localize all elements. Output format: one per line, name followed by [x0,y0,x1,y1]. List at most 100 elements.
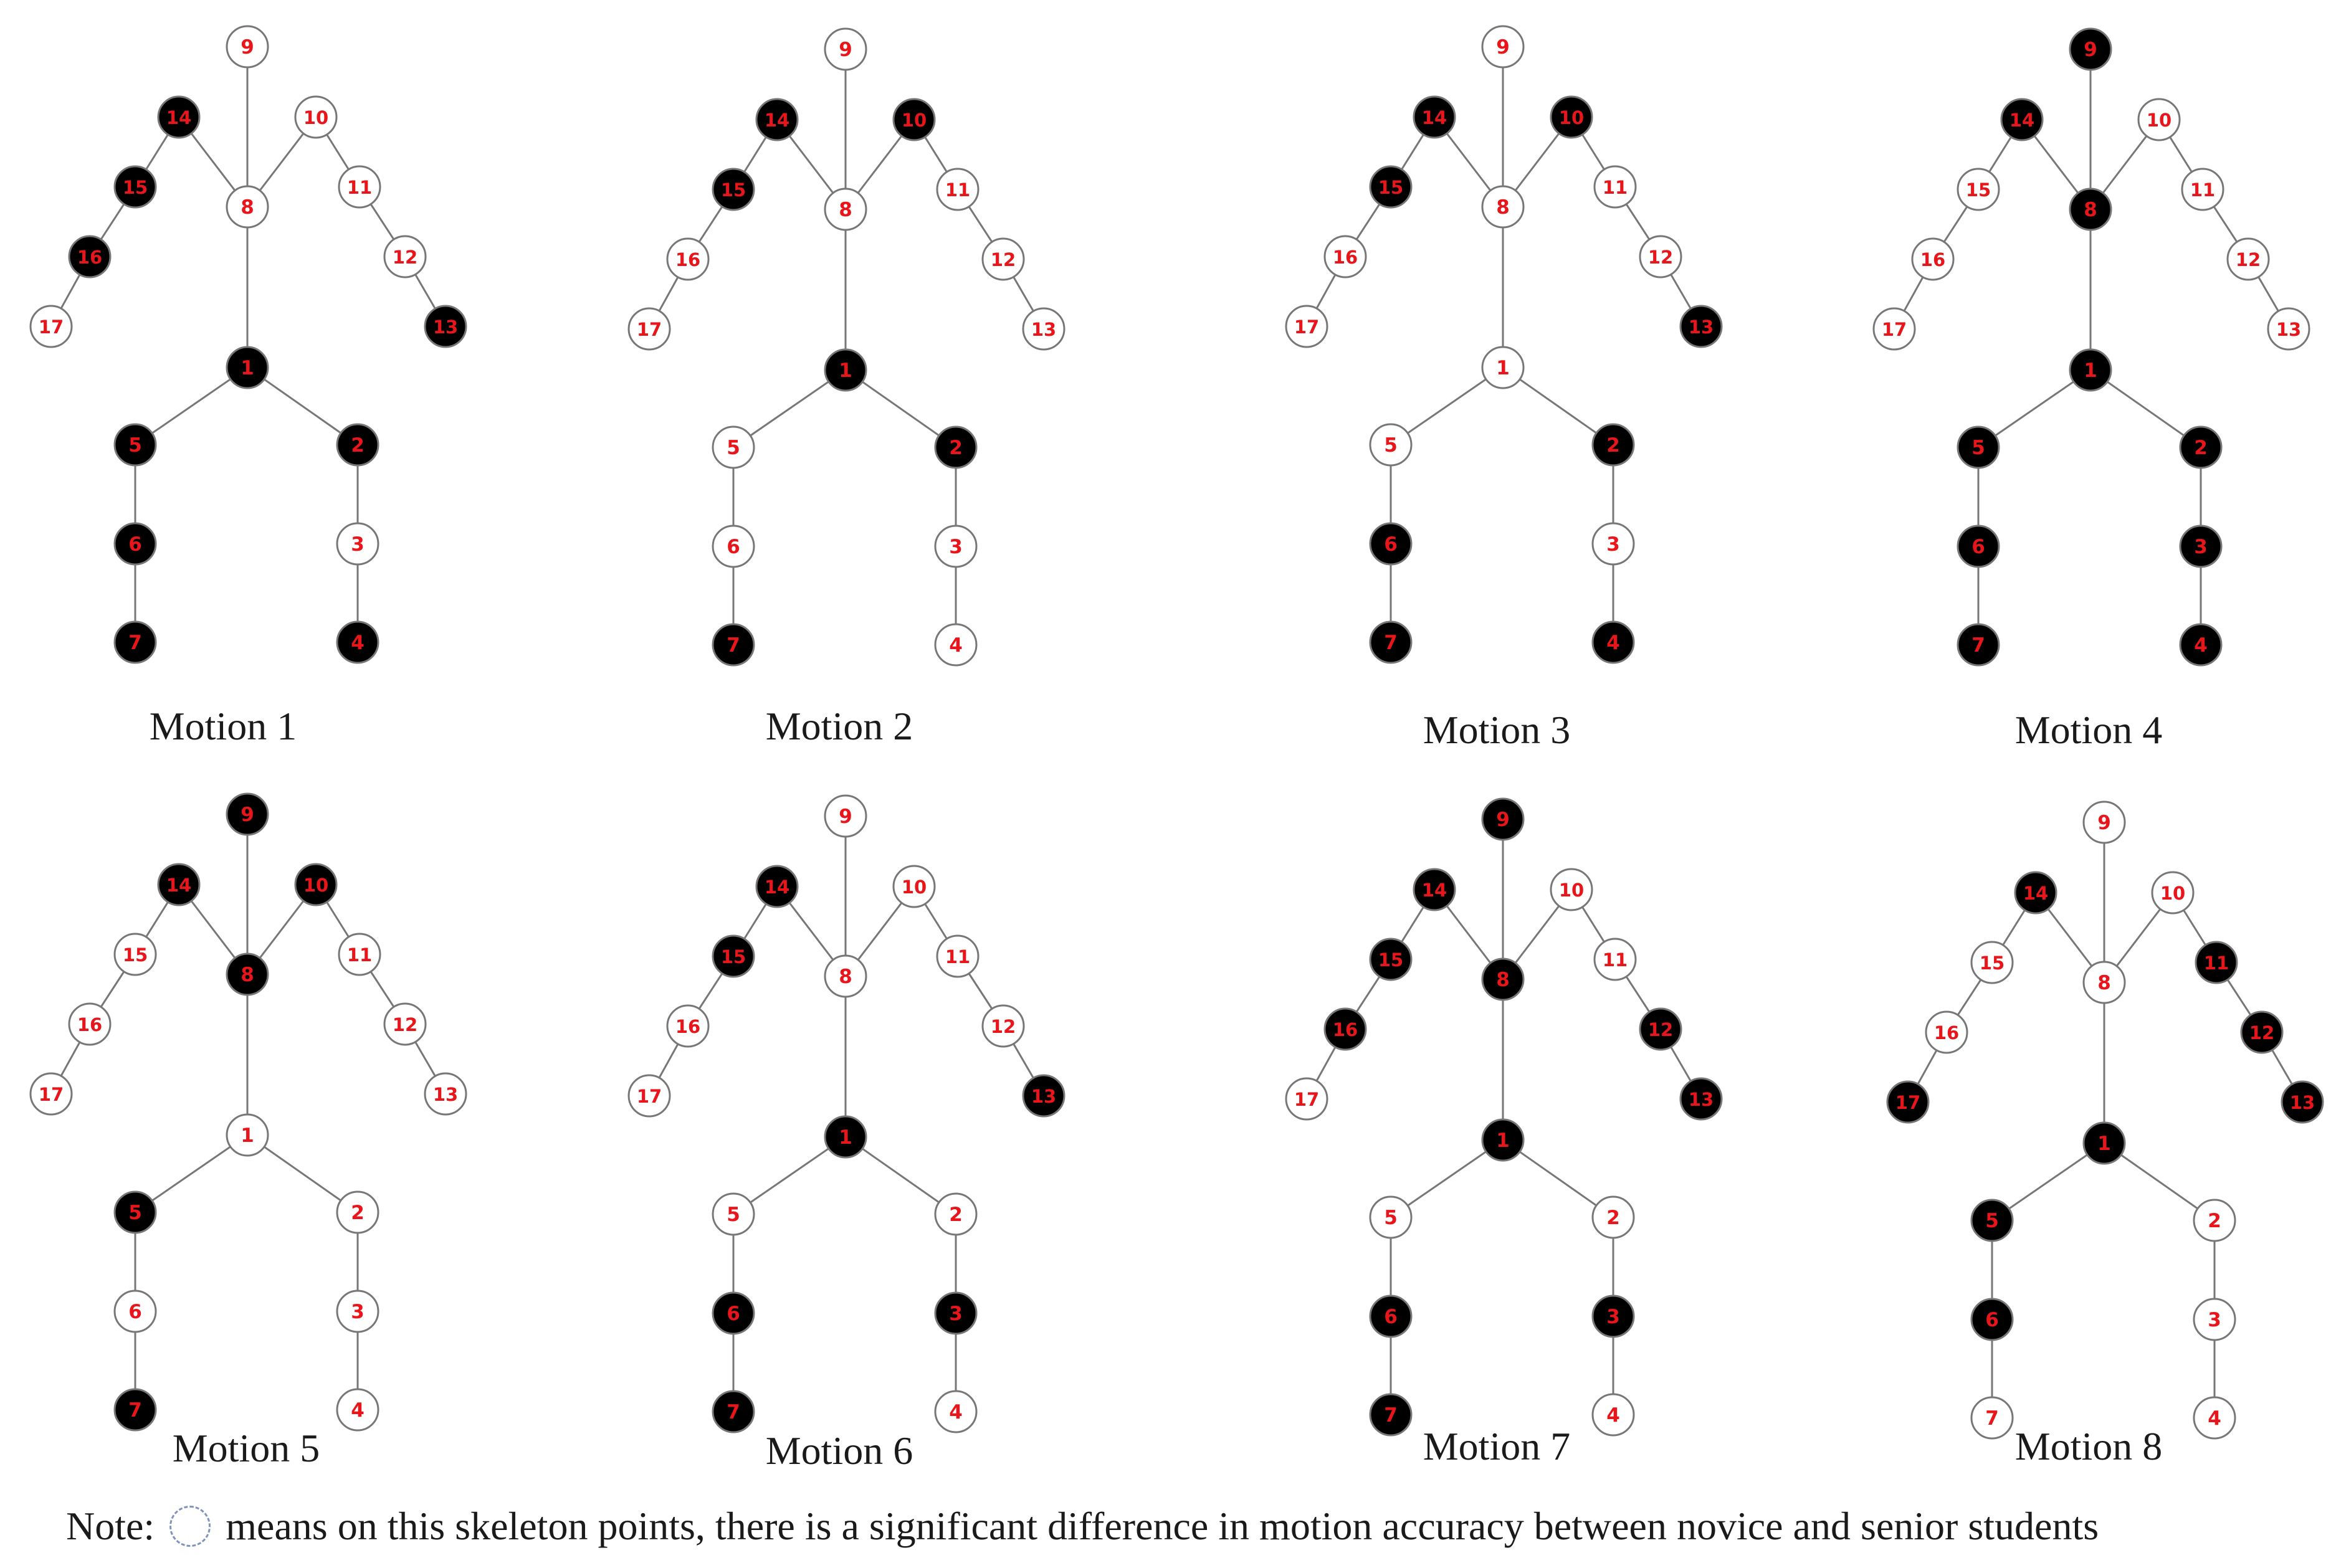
joint-label-7: 7 [1384,632,1398,654]
joint-15 [113,933,157,976]
joint-8 [2082,961,2126,1004]
joint-label-15: 15 [721,946,746,967]
joint-8 [824,188,867,231]
joint-label-16: 16 [77,1014,102,1035]
joint-2-significant [934,425,978,469]
joint-label-17: 17 [1294,1089,1319,1110]
joint-label-10: 10 [1559,107,1584,128]
joint-10 [892,865,936,908]
joint-label-6: 6 [128,1301,142,1323]
bone-1-2 [845,1136,956,1215]
joint-14-significant [1413,868,1456,911]
motion-title: Motion 7 [1423,1424,1570,1468]
joint-13 [2267,307,2310,351]
bone-1-5 [135,1134,248,1214]
joint-17 [1872,307,1916,351]
joint-14-significant [755,98,799,141]
joint-label-5: 5 [128,434,142,457]
bone-1-5 [733,369,846,449]
joint-label-16: 16 [675,1016,700,1037]
joint-16-significant [1323,1007,1367,1051]
joint-7-significant [1369,620,1413,664]
joint-label-2: 2 [2194,437,2208,459]
joint-2 [934,1192,978,1236]
joint-4 [934,623,978,667]
joint-label-14: 14 [166,875,191,896]
joint-label-8: 8 [241,964,254,986]
note-text: means on this skeleton points, there is … [226,1504,2099,1548]
joint-label-14: 14 [1422,107,1447,128]
joint-10-significant [294,863,338,906]
joint-label-2: 2 [351,1202,365,1224]
joint-5 [1369,423,1413,467]
joint-5-significant [113,423,157,467]
joint-6 [712,525,755,568]
joint-17 [1285,1077,1328,1121]
joint-label-5: 5 [1971,437,1985,459]
joint-14-significant [157,863,201,906]
joint-label-15: 15 [1966,179,1991,201]
joint-17 [1285,305,1328,348]
joint-4 [336,1388,379,1432]
motion-title: Motion 3 [1423,708,1570,752]
joint-label-16: 16 [1333,1019,1358,1040]
joint-label-17: 17 [1294,316,1319,338]
joint-16 [1323,235,1367,278]
joint-label-14: 14 [166,107,191,128]
joint-15 [1970,941,2014,984]
joint-label-3: 3 [1606,1306,1620,1328]
joint-7 [1970,1396,2014,1440]
bone-1-2 [845,369,956,449]
joint-17 [627,1074,671,1118]
joint-9 [1481,25,1525,69]
joint-3 [336,522,379,566]
motion-title: Motion 4 [2015,708,2162,752]
joint-6-significant [1369,522,1413,566]
joint-label-1: 1 [839,359,852,382]
joint-label-12: 12 [991,249,1016,270]
joint-label-8: 8 [1496,969,1510,991]
joint-label-4: 4 [1606,632,1620,654]
joint-6 [113,1290,157,1333]
joint-label-1: 1 [241,357,254,379]
joint-11 [2181,168,2224,211]
joint-15-significant [712,934,755,978]
joint-label-11: 11 [2204,953,2229,974]
joint-16 [1925,1010,1968,1054]
joint-16-significant [68,235,112,278]
joint-label-2: 2 [351,434,365,457]
joint-label-12: 12 [393,1014,417,1035]
joint-label-8: 8 [839,199,852,221]
joint-label-2: 2 [1606,434,1620,457]
joint-12-significant [2240,1010,2284,1054]
joint-2 [1591,1195,1635,1239]
joint-label-14: 14 [2009,110,2034,131]
joint-label-5: 5 [128,1202,142,1224]
joint-11 [1593,938,1637,981]
joint-15 [1957,168,2000,211]
joint-13 [424,1072,467,1116]
joint-1-significant [824,1115,867,1159]
joint-label-10: 10 [1559,880,1584,901]
joint-1-significant [226,346,269,389]
joint-label-7: 7 [727,1401,740,1423]
joint-label-9: 9 [839,805,852,828]
joint-label-8: 8 [2084,199,2097,221]
joint-label-4: 4 [351,632,365,654]
joint-12 [2226,237,2270,281]
joint-10 [2151,871,2195,915]
joint-label-4: 4 [1606,1404,1620,1427]
joint-label-11: 11 [347,944,372,966]
joint-label-12: 12 [991,1016,1016,1037]
joint-label-4: 4 [2194,634,2208,657]
bone-1-2 [247,1134,358,1214]
note-prefix: Note: [66,1504,155,1548]
joint-15-significant [1369,165,1413,209]
joint-label-6: 6 [727,536,740,558]
joint-1 [1481,346,1525,389]
joint-17 [29,1072,73,1116]
joint-label-10: 10 [902,110,927,131]
